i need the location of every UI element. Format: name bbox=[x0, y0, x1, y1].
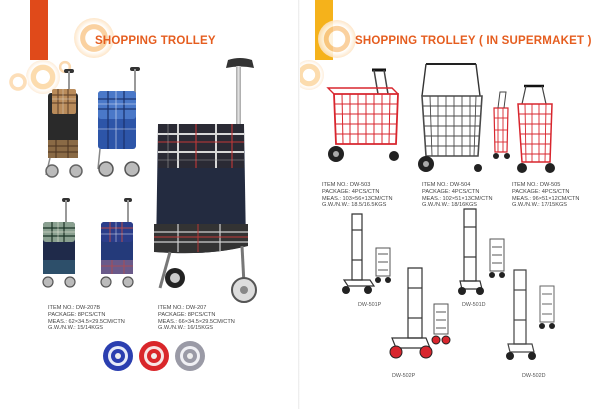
spec-line: MEAS.: 62×34.5×29.5CM/CTN bbox=[48, 318, 125, 325]
decor-circle bbox=[26, 60, 60, 94]
spec-line: ITEM NO.: DW-503 bbox=[322, 182, 371, 188]
spec-line: MEAS.: 66×34.5×29.5CM/CTN bbox=[158, 318, 235, 325]
page-title: SHOPPING TROLLEY ( IN SUPERMAKET ) bbox=[355, 35, 592, 47]
spec-line: MEAS.: 102×51×13CM/CTN bbox=[422, 195, 493, 202]
wheel-red-image bbox=[139, 341, 169, 371]
decor-circle bbox=[318, 20, 356, 58]
spec-line: ITEM NO.: DW-207B bbox=[48, 305, 101, 311]
cart-image-red-dw505 bbox=[493, 84, 555, 173]
spec-line: MEAS.: 96×51×12CM/CTN bbox=[512, 195, 580, 202]
spec-line: ITEM NO.: DW-505 bbox=[512, 182, 561, 188]
decor-circle bbox=[8, 72, 28, 92]
hand-truck-image-dw501p bbox=[342, 213, 391, 294]
trolley-image-blue-small bbox=[100, 198, 134, 288]
decor-circle bbox=[300, 60, 324, 90]
left-page: SHOPPING TROLLEY bbox=[8, 0, 257, 371]
spec-block-dw-505: ITEM NO.: DW-505 PACKAGE: 4PCS/CTN MEAS.… bbox=[512, 182, 579, 209]
cart-image-dark-dw504 bbox=[418, 63, 483, 172]
spec-line: G.W./N.W.: 16/15KGS bbox=[158, 325, 214, 332]
spec-line: G.W./N.W.: 17/15KGS bbox=[512, 202, 568, 209]
trolley-image-blue-plaid bbox=[97, 67, 140, 177]
caption-dw-501d: DW-501D bbox=[462, 302, 486, 308]
spec-line: G.W./N.W.: 18/16KGS bbox=[422, 202, 478, 209]
caption-dw-502d: DW-502D bbox=[522, 373, 546, 379]
trolley-image-navy-large bbox=[154, 58, 257, 303]
spec-line: PACKAGE: 4PCS/CTN bbox=[512, 188, 570, 195]
left-accent-bar bbox=[30, 0, 48, 60]
spec-line: PACKAGE: 4PCS/CTN bbox=[322, 188, 380, 195]
wheel-grey-image bbox=[175, 341, 205, 371]
spec-line: PACKAGE: 8PCS/CTN bbox=[158, 311, 216, 318]
spec-line: PACKAGE: 8PCS/CTN bbox=[48, 311, 106, 318]
spec-line: G.W./N.W.: 15/14KGS bbox=[48, 325, 104, 332]
decor-circle bbox=[74, 18, 114, 58]
spec-line: PACKAGE: 4PCS/CTN bbox=[422, 188, 480, 195]
page-title: SHOPPING TROLLEY bbox=[95, 35, 216, 47]
caption-dw-502p: DW-502P bbox=[392, 373, 416, 379]
spec-block-dw-503: ITEM NO.: DW-503 PACKAGE: 4PCS/CTN MEAS.… bbox=[322, 182, 393, 209]
trolley-image-navy-small bbox=[42, 198, 76, 288]
trolley-image-brown-plaid bbox=[45, 69, 83, 178]
hand-truck-image-dw502p bbox=[389, 267, 451, 359]
spec-block-dw-207b: ITEM NO.: DW-207B PACKAGE: 8PCS/CTN MEAS… bbox=[48, 305, 125, 332]
caption-dw-501p: DW-501P bbox=[358, 302, 382, 308]
hand-truck-image-dw501d bbox=[458, 208, 505, 295]
right-page: SHOPPING TROLLEY ( IN SUPERMAKET ) bbox=[300, 0, 600, 409]
spec-line: ITEM NO.: DW-504 bbox=[422, 182, 471, 188]
cart-image-red-dw503 bbox=[326, 68, 399, 162]
spec-line: G.W./N.W.: 18.5/16.5KGS bbox=[322, 202, 387, 209]
spec-block-dw-504: ITEM NO.: DW-504 PACKAGE: 4PCS/CTN MEAS.… bbox=[422, 182, 493, 209]
spec-block-dw-207: ITEM NO.: DW-207 PACKAGE: 8PCS/CTN MEAS.… bbox=[158, 305, 235, 332]
spec-line: ITEM NO.: DW-207 bbox=[158, 305, 207, 311]
hand-truck-image-dw502d bbox=[506, 269, 555, 360]
spec-line: MEAS.: 103×56×13CM/CTN bbox=[322, 195, 393, 202]
wheel-blue-image bbox=[103, 341, 133, 371]
